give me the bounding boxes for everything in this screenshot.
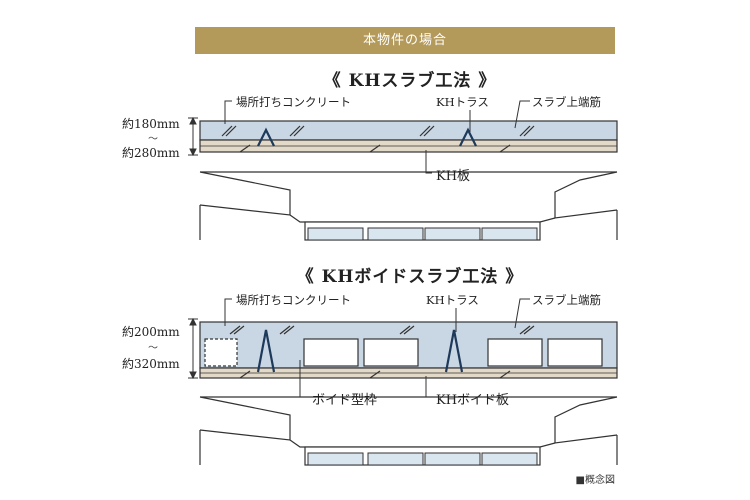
section2-leader-rebar [514, 298, 530, 329]
section1-leader-board [425, 150, 432, 174]
concept-diagram-note: ■概念図 [575, 475, 615, 486]
section2-label-board: KHボイド板 [436, 393, 510, 408]
section1-label-rebar: スラブ上端筋 [532, 95, 601, 109]
section2-leader-board [425, 376, 432, 398]
section1-dim-top: 約180mm [122, 117, 180, 131]
section1-label-board: KH板 [436, 169, 471, 184]
section1-dim-bottom: 約280mm [122, 146, 180, 160]
section2-truss [256, 329, 464, 373]
section1-dim-sep: 〜 [148, 134, 158, 145]
section2-dimension [188, 317, 198, 380]
section1-truss [257, 127, 477, 147]
section2-title: 《 KHボイドスラブ工法 》 [296, 267, 524, 287]
section2-leader-concrete [224, 298, 232, 326]
section1-label-truss: KHトラス [436, 95, 489, 109]
section1-dimension [188, 116, 198, 157]
section1-leader-concrete [224, 100, 232, 124]
section2-rebar [229, 325, 535, 379]
section2-label-concrete: 場所打ちコンクリート [236, 293, 351, 307]
section2-dim-bottom: 約320mm [122, 357, 180, 371]
section2-void-forms [204, 338, 603, 367]
section1-title: 《 KHスラブ工法 》 [323, 71, 497, 91]
section1-rebar [221, 125, 535, 153]
section1-windows [307, 227, 538, 241]
section1-leader-rebar [514, 100, 530, 129]
section2-label-void: ボイド型枠 [312, 393, 378, 408]
section2-dim-sep: 〜 [148, 343, 158, 354]
section2-windows [307, 452, 538, 466]
banner: 本物件の場合 [195, 27, 615, 54]
section2-label-truss: KHトラス [426, 293, 479, 307]
section2-label-rebar: スラブ上端筋 [532, 293, 601, 307]
section2-dim-top: 約200mm [122, 325, 180, 339]
section1-label-concrete: 場所打ちコンクリート [236, 95, 351, 109]
section2-leader-void [299, 360, 309, 398]
